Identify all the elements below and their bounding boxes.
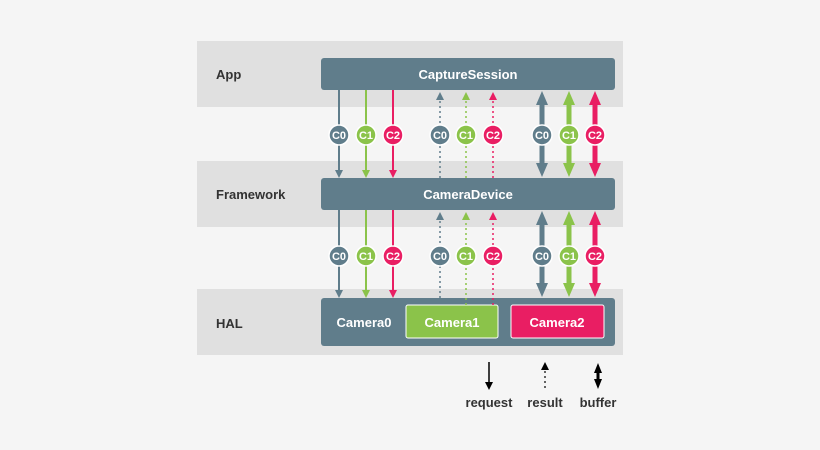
legend-request-label: request — [466, 395, 514, 410]
badge-buffer-c2-lower: C2 — [584, 245, 606, 267]
svg-text:C0: C0 — [332, 130, 346, 142]
camera-device-box — [321, 178, 615, 210]
legend-result-label: result — [527, 395, 563, 410]
badge-result-c0-upper: C0 — [429, 124, 451, 146]
badge-result-c2-lower: C2 — [482, 245, 504, 267]
badge-request-c2-lower: C2 — [382, 245, 404, 267]
svg-text:C0: C0 — [332, 251, 346, 263]
badge-request-c0-lower: C0 — [328, 245, 350, 267]
svg-text:C1: C1 — [359, 130, 373, 142]
badge-buffer-c2-upper: C2 — [584, 124, 606, 146]
camera1-label: Camera1 — [425, 315, 480, 330]
svg-text:C2: C2 — [588, 130, 602, 142]
svg-text:C1: C1 — [359, 251, 373, 263]
badge-buffer-c1-upper: C1 — [558, 124, 580, 146]
svg-text:C2: C2 — [486, 130, 500, 142]
badge-buffer-c0-lower: C0 — [531, 245, 553, 267]
badge-request-c0-upper: C0 — [328, 124, 350, 146]
badge-result-c2-upper: C2 — [482, 124, 504, 146]
camera1-box — [405, 304, 499, 339]
camera0-label: Camera0 — [337, 315, 392, 330]
svg-text:C0: C0 — [535, 130, 549, 142]
framework-layer-label: Framework — [216, 187, 286, 202]
camera2-box — [510, 304, 605, 339]
badge-result-c1-lower: C1 — [455, 245, 477, 267]
svg-text:C2: C2 — [386, 130, 400, 142]
badge-request-c1-lower: C1 — [355, 245, 377, 267]
svg-text:C1: C1 — [459, 251, 473, 263]
hal-layer-label: HAL — [216, 316, 243, 331]
svg-text:C2: C2 — [386, 251, 400, 263]
svg-text:C1: C1 — [459, 130, 473, 142]
app-layer-label: App — [216, 67, 241, 82]
badge-buffer-c1-lower: C1 — [558, 245, 580, 267]
svg-text:C1: C1 — [562, 130, 576, 142]
badge-result-c0-lower: C0 — [429, 245, 451, 267]
capture-session-box — [321, 58, 615, 90]
svg-text:C0: C0 — [433, 251, 447, 263]
svg-text:C2: C2 — [486, 251, 500, 263]
capture-session-label: CaptureSession — [419, 67, 518, 82]
camera-device-label: CameraDevice — [423, 187, 513, 202]
badge-result-c1-upper: C1 — [455, 124, 477, 146]
svg-text:C1: C1 — [562, 251, 576, 263]
badge-request-c1-upper: C1 — [355, 124, 377, 146]
legend-buffer-label: buffer — [580, 395, 617, 410]
svg-text:C0: C0 — [433, 130, 447, 142]
camera2-label: Camera2 — [530, 315, 585, 330]
svg-text:C2: C2 — [588, 251, 602, 263]
badge-request-c2-upper: C2 — [382, 124, 404, 146]
svg-text:C0: C0 — [535, 251, 549, 263]
badge-buffer-c0-upper: C0 — [531, 124, 553, 146]
